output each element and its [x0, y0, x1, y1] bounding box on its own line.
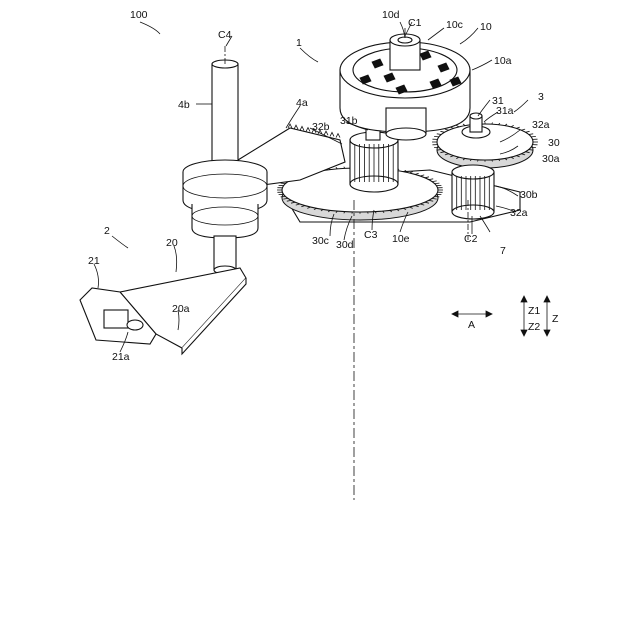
label-10c: 10c: [446, 19, 463, 31]
label-c2: C2: [464, 233, 478, 245]
label-10d: 10d: [382, 9, 400, 21]
label-21a: 21a: [112, 351, 130, 363]
shaft-4b: [183, 60, 267, 274]
label-31a: 31a: [496, 105, 514, 117]
label-32a-lower: 32a: [510, 207, 528, 219]
label-30c: 30c: [312, 235, 329, 247]
axis-label-z2: Z2: [528, 321, 540, 333]
label-4b: 4b: [178, 99, 190, 111]
label-30b: 30b: [520, 189, 538, 201]
direction-labels: A Z1 Z2 Z: [468, 305, 559, 333]
label-2: 2: [104, 225, 110, 237]
label-10: 10: [480, 21, 492, 33]
label-c3: C3: [364, 229, 378, 241]
pinion-30b: [452, 165, 494, 219]
label-c4: C4: [218, 29, 232, 41]
label-30a: 30a: [542, 153, 560, 165]
motor-10: [340, 34, 470, 140]
label-30d: 30d: [336, 239, 354, 251]
label-31b: 31b: [340, 115, 358, 127]
label-4a: 4a: [296, 97, 308, 109]
axis-label-z1: Z1: [528, 305, 540, 317]
label-10e: 10e: [392, 233, 410, 245]
label-30: 30: [548, 137, 560, 149]
direction-arrow-a: [452, 311, 492, 317]
label-21: 21: [88, 255, 100, 267]
axis-label-a: A: [468, 319, 475, 331]
label-32b: 32b: [312, 121, 330, 133]
label-3: 3: [538, 91, 544, 103]
label-20a: 20a: [172, 303, 190, 315]
axis-label-z: Z: [552, 313, 559, 325]
label-100: 100: [130, 9, 148, 21]
label-20: 20: [166, 237, 178, 249]
label-1: 1: [296, 37, 302, 49]
label-7: 7: [500, 245, 506, 257]
label-10a: 10a: [494, 55, 512, 67]
label-32a-upper: 32a: [532, 119, 550, 131]
label-c1: C1: [408, 17, 422, 29]
